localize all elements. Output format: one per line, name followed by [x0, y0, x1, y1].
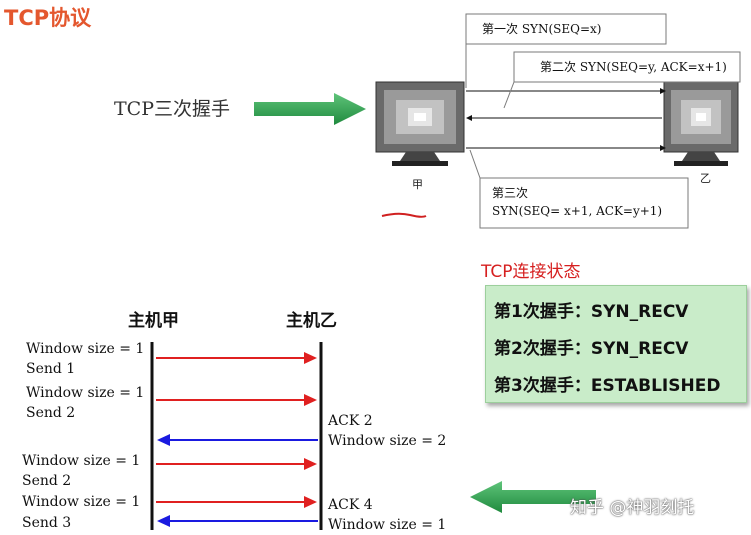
seq-right-3: ACK 4 — [328, 497, 373, 513]
computer-b-label: 乙 — [700, 172, 711, 185]
handshake-label: TCP三次握手 — [114, 98, 230, 120]
seq-right-4: Window size = 1 — [328, 517, 447, 533]
seq-left-1: Window size = 1 — [26, 341, 145, 357]
computer-a-label: 甲 — [412, 178, 423, 191]
state-title: TCP连接状态 — [481, 262, 581, 282]
seq-left-4: Send 2 — [26, 405, 76, 421]
green-arrow-left-icon — [470, 481, 596, 513]
state-box: 第1次握手：SYN_RECV 第2次握手：SYN_RECV 第3次握手：ESTA… — [485, 285, 747, 403]
handshake-step2: 第二次 SYN(SEQ=y, ACK=x+1) — [540, 60, 727, 74]
handshake-diagram — [375, 13, 741, 229]
sequence-diagram — [150, 342, 323, 530]
handshake-step3-title: 第三次 — [492, 186, 529, 200]
host-b-label: 主机乙 — [286, 311, 337, 331]
seq-right-2: Window size = 2 — [328, 433, 447, 449]
host-a-label: 主机甲 — [128, 311, 179, 331]
computer-a-icon — [375, 81, 465, 166]
green-arrow-icon — [254, 93, 366, 125]
computer-b-icon — [663, 81, 739, 166]
seq-left-5: Window size = 1 — [22, 453, 141, 469]
page-title: TCP协议 — [4, 6, 92, 30]
seq-left-2: Send 1 — [26, 361, 76, 377]
handshake-step1: 第一次 SYN(SEQ=x) — [482, 22, 602, 36]
state-row-1: 第1次握手：SYN_RECV — [494, 302, 689, 322]
seq-left-7: Window size = 1 — [22, 494, 141, 510]
state-row-3: 第3次握手：ESTABLISHED — [494, 376, 721, 396]
seq-left-3: Window size = 1 — [26, 385, 145, 401]
handshake-step3-detail: SYN(SEQ= x+1, ACK=y+1) — [492, 204, 663, 218]
seq-left-8: Send 3 — [22, 515, 72, 531]
seq-left-6: Send 2 — [22, 473, 72, 489]
seq-right-1: ACK 2 — [328, 413, 373, 429]
state-row-2: 第2次握手：SYN_RECV — [494, 339, 689, 359]
watermark: 知乎 @神羽刻托 — [570, 498, 695, 518]
